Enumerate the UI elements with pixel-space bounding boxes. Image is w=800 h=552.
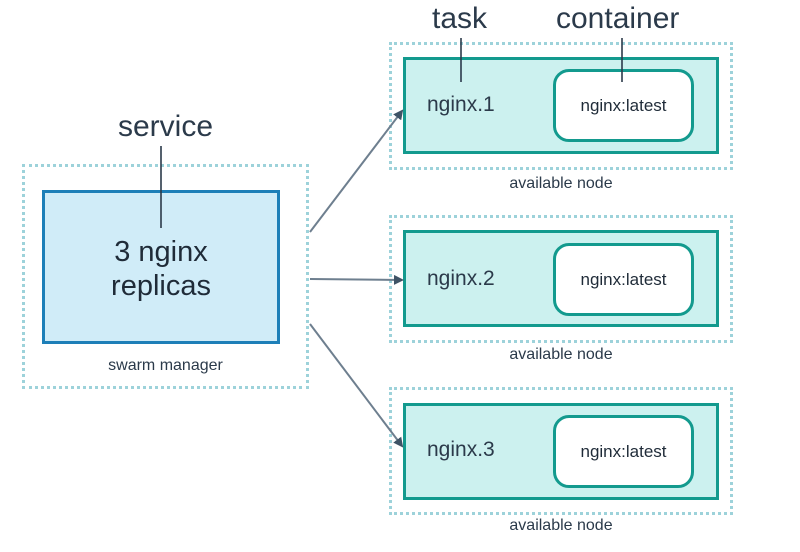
container-label-2: nginx:latest (580, 269, 667, 289)
arrow-to-node-3 (309, 323, 404, 448)
node-caption-2: available node (509, 346, 613, 363)
node-caption-1: available node (509, 175, 613, 192)
container-label: container (556, 2, 680, 35)
service-line-1: 3 nginx (114, 236, 208, 268)
task-label-3: nginx.3 (427, 438, 495, 461)
container-label-3: nginx:latest (580, 441, 667, 461)
service-label: service (118, 110, 214, 143)
swarm-manager-group (22, 164, 309, 389)
task-label: task (432, 2, 488, 35)
task-label-1: nginx.1 (427, 93, 495, 116)
node-group-3 (389, 387, 733, 515)
node-group-1 (389, 42, 733, 170)
task-label-2: nginx.2 (427, 267, 495, 290)
service-line-2: replicas (111, 270, 211, 302)
container-box-2: nginx:latest (553, 243, 694, 316)
container-box-3: nginx:latest (553, 415, 694, 488)
arrow-to-node-1 (309, 109, 404, 233)
arrow-to-node-2 (309, 274, 404, 285)
swarm-manager-caption: swarm manager (108, 357, 223, 374)
node-caption-3: available node (509, 517, 613, 534)
container-box-1: nginx:latest (553, 69, 694, 142)
container-label-1: nginx:latest (580, 95, 667, 115)
